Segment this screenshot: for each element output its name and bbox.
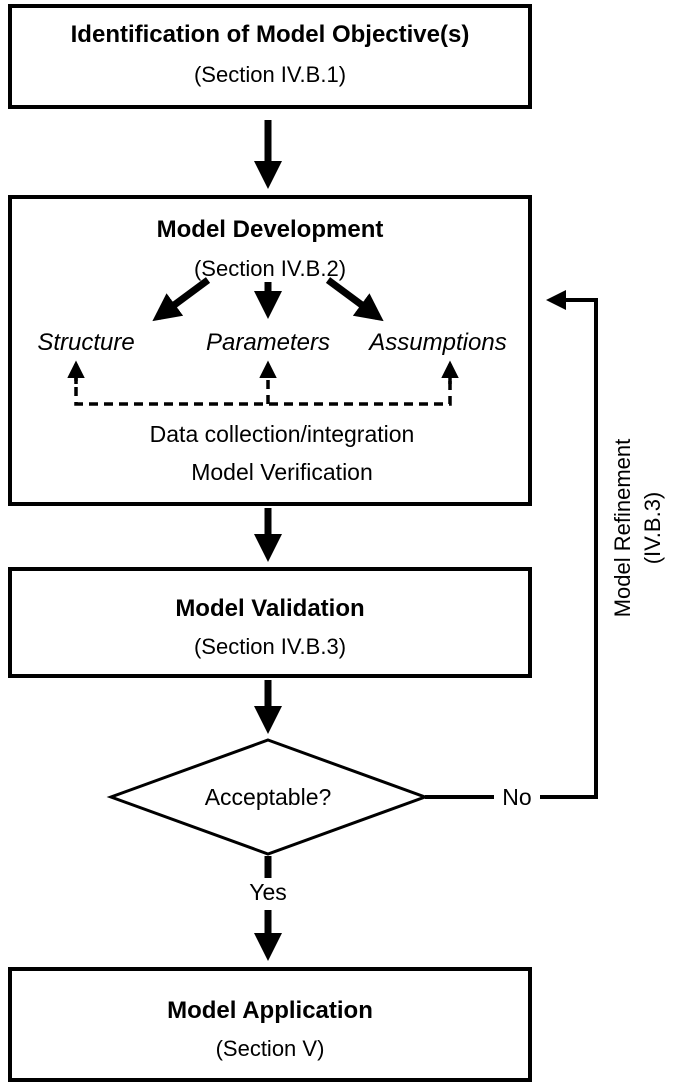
no-label: No bbox=[502, 784, 532, 810]
arrow-to-structure bbox=[152, 277, 211, 322]
development-note-data: Data collection/integration bbox=[149, 421, 415, 447]
objective-box bbox=[8, 4, 532, 109]
refinement-label: Model Refinement (IV.B.3) bbox=[608, 439, 668, 618]
application-title: Model Application bbox=[167, 997, 373, 1024]
refinement-line2: (IV.B.3) bbox=[640, 491, 665, 565]
decision-label: Acceptable? bbox=[204, 784, 332, 810]
validation-title: Model Validation bbox=[175, 595, 365, 622]
application-box bbox=[8, 967, 532, 1082]
development-section: (Section IV.B.2) bbox=[193, 256, 347, 281]
objective-title: Identification of Model Objective(s) bbox=[70, 21, 470, 48]
yes-label: Yes bbox=[249, 879, 287, 905]
objective-section: (Section IV.B.1) bbox=[193, 62, 347, 87]
validation-box bbox=[8, 567, 532, 678]
component-structure: Structure bbox=[37, 329, 135, 356]
decision-diamond bbox=[106, 738, 430, 856]
development-title: Model Development bbox=[156, 216, 384, 243]
validation-section: (Section IV.B.3) bbox=[193, 634, 347, 659]
application-section: (Section V) bbox=[215, 1036, 325, 1061]
refinement-line1: Model Refinement bbox=[610, 438, 635, 618]
development-box bbox=[8, 195, 532, 506]
data-feedback-bracket bbox=[74, 372, 452, 406]
development-note-verification: Model Verification bbox=[191, 459, 373, 485]
component-assumptions: Assumptions bbox=[369, 329, 507, 356]
arrow-to-assumptions bbox=[325, 277, 384, 322]
component-parameters: Parameters bbox=[205, 329, 331, 356]
